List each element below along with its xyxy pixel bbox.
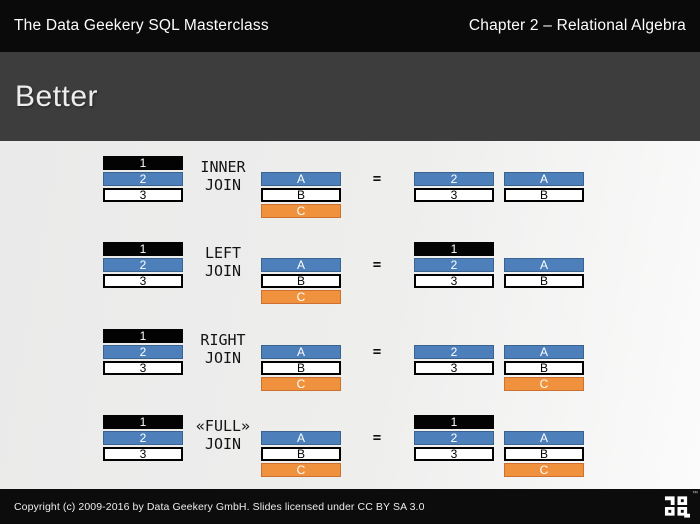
- row-box-a: A: [504, 431, 584, 445]
- row-box-3: 3: [103, 361, 183, 375]
- header-bar: The Data Geekery SQL Masterclass Chapter…: [0, 0, 700, 52]
- join-label-line: RIGHT: [200, 331, 246, 349]
- row-box-2: 2: [103, 345, 183, 359]
- row-box-3: 3: [414, 274, 494, 288]
- row-box-b: B: [504, 188, 584, 202]
- row-box-1: 1: [103, 156, 183, 170]
- row-box-b: B: [261, 188, 341, 202]
- row-box-b: B: [504, 447, 584, 461]
- row-box-3: 3: [103, 447, 183, 461]
- row-box-1: 1: [103, 329, 183, 343]
- chapter-title: Chapter 2 – Relational Algebra: [468, 17, 686, 34]
- row-box-a: A: [504, 258, 584, 272]
- row-box-a: A: [261, 172, 341, 186]
- join-label: «FULL»JOIN: [187, 417, 259, 453]
- row-box-1: 1: [414, 415, 494, 429]
- row-box-3: 3: [103, 274, 183, 288]
- join-label-line: JOIN: [204, 262, 242, 280]
- row-box-2: 2: [103, 172, 183, 186]
- row-box-c: C: [261, 463, 341, 477]
- jooq-logo-glyph: [664, 496, 690, 518]
- row-box-b: B: [261, 361, 341, 375]
- row-box-2: 2: [414, 431, 494, 445]
- row-box-1: 1: [103, 242, 183, 256]
- row-box-1: 1: [414, 242, 494, 256]
- row-box-c: C: [504, 377, 584, 391]
- join-label-line: INNER: [200, 158, 246, 176]
- deck-title: The Data Geekery SQL Masterclass: [14, 17, 269, 34]
- row-box-c: C: [261, 204, 341, 218]
- equals-sign: =: [372, 257, 382, 273]
- left-operand-table: 1 2 3: [103, 242, 183, 310]
- join-label-line: LEFT: [204, 244, 242, 262]
- join-label-line: «FULL»: [195, 417, 251, 435]
- row-box-3: 3: [414, 447, 494, 461]
- row-box-c: C: [504, 463, 584, 477]
- join-label-line: JOIN: [204, 176, 242, 194]
- trademark-mark: ™: [692, 491, 698, 497]
- row-box-2: 2: [414, 172, 494, 186]
- row-box-1: 1: [103, 415, 183, 429]
- join-label-line: JOIN: [204, 349, 242, 367]
- equals-sign: =: [372, 344, 382, 360]
- footer-copyright: Copyright (c) 2009-2016 by Data Geekery …: [14, 500, 425, 513]
- join-label-line: JOIN: [204, 435, 242, 453]
- row-box-b: B: [261, 274, 341, 288]
- result-left-column: 1 2 3: [414, 415, 494, 483]
- equals-sign: =: [372, 430, 382, 446]
- title-bar: Better: [0, 52, 700, 141]
- row-box-b: B: [504, 361, 584, 375]
- row-box-a: A: [261, 258, 341, 272]
- left-operand-table: 1 2 3: [103, 329, 183, 397]
- row-box-2: 2: [414, 345, 494, 359]
- row-box-3: 3: [414, 188, 494, 202]
- row-box-c: C: [261, 290, 341, 304]
- row-box-2: 2: [103, 431, 183, 445]
- result-left-column: 1 2 3: [414, 242, 494, 310]
- jooq-logo: ™: [664, 491, 698, 518]
- row-box-a: A: [504, 345, 584, 359]
- row-box-a: A: [504, 172, 584, 186]
- row-box-b: B: [261, 447, 341, 461]
- row-box-a: A: [261, 431, 341, 445]
- equals-sign: =: [372, 171, 382, 187]
- row-box-a: A: [261, 345, 341, 359]
- slide-title: Better: [15, 79, 99, 113]
- row-box-3: 3: [414, 361, 494, 375]
- row-box-2: 2: [414, 258, 494, 272]
- left-operand-table: 1 2 3: [103, 156, 183, 224]
- left-operand-table: 1 2 3: [103, 415, 183, 483]
- row-box-2: 2: [103, 258, 183, 272]
- row-box-c: C: [261, 377, 341, 391]
- row-box-b: B: [504, 274, 584, 288]
- row-box-3: 3: [103, 188, 183, 202]
- footer-bar: Copyright (c) 2009-2016 by Data Geekery …: [0, 489, 700, 524]
